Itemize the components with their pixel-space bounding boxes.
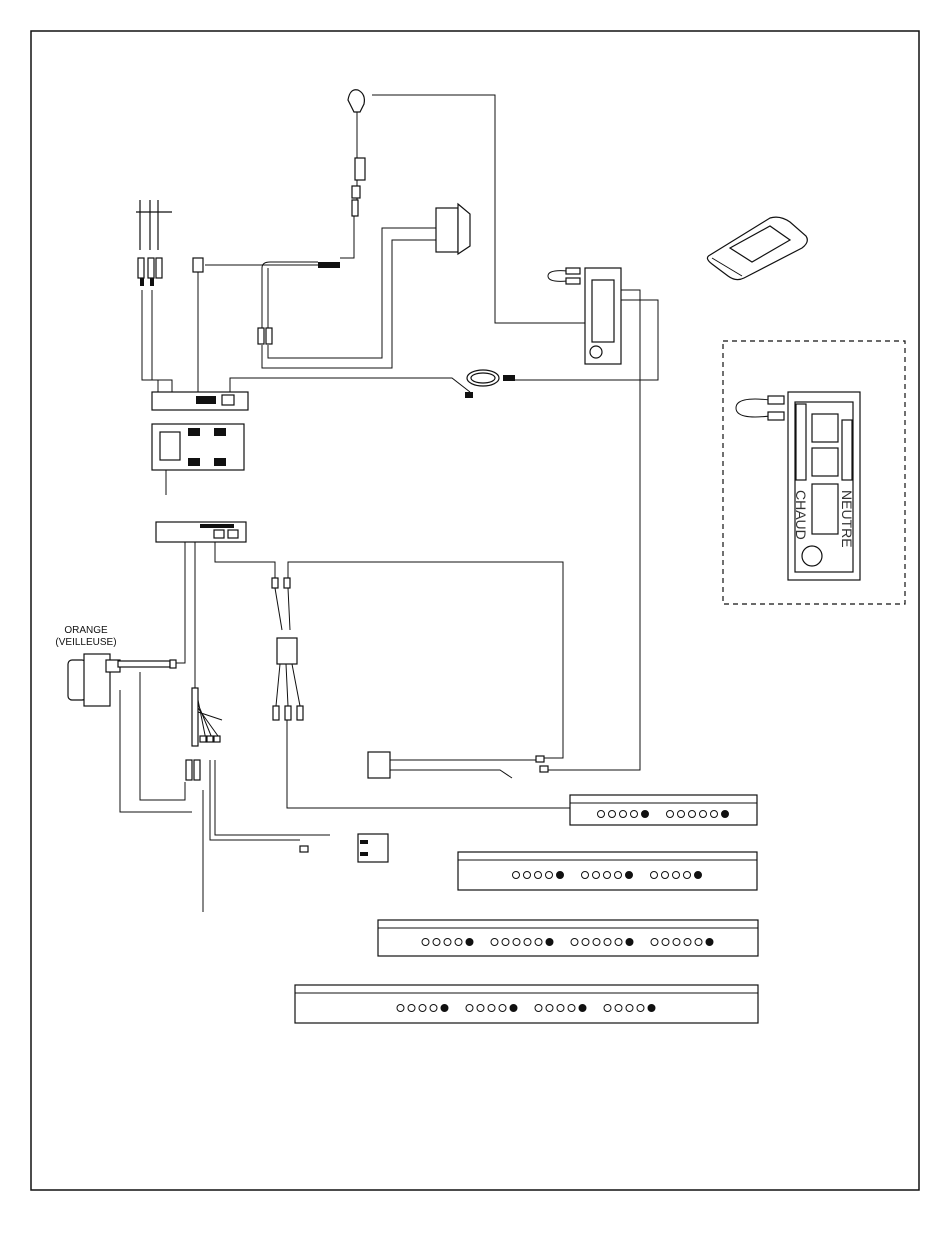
control-module <box>152 392 248 470</box>
burner-port <box>651 872 658 879</box>
burner-port <box>546 872 553 879</box>
burner-port <box>684 872 691 879</box>
burner-port <box>513 872 520 879</box>
outlet-detail: CHAUD NEUTRE <box>736 392 860 580</box>
burner-port <box>593 872 600 879</box>
burner-port <box>466 1005 473 1012</box>
burner-port <box>651 939 658 946</box>
burner-port <box>557 1005 564 1012</box>
outlet-hot-label: CHAUD <box>793 490 809 540</box>
pilot-name-label: (VEILLEUSE) <box>55 637 116 648</box>
burner-port <box>557 872 564 879</box>
burner-port <box>637 1005 644 1012</box>
burner-port <box>711 811 718 818</box>
pilot-color-label: ORANGE <box>64 625 108 636</box>
electrode-assembly <box>136 200 172 286</box>
burner-port <box>626 939 633 946</box>
transformer-harness <box>272 578 303 720</box>
burner-port <box>700 811 707 818</box>
burner-bar-body <box>295 985 758 1023</box>
burner-port <box>535 939 542 946</box>
burner-port <box>615 1005 622 1012</box>
burner-port <box>667 811 674 818</box>
burner-port <box>695 872 702 879</box>
burner-port <box>604 872 611 879</box>
remote-control <box>707 217 807 280</box>
burner-bar <box>570 795 757 825</box>
burner-port <box>582 939 589 946</box>
burner-port <box>582 872 589 879</box>
burner-port <box>466 939 473 946</box>
pilot-assembly: ORANGE (VEILLEUSE) <box>55 625 176 706</box>
burner-port <box>455 939 462 946</box>
burner-port <box>422 939 429 946</box>
fan-module <box>368 752 548 778</box>
valve-harness <box>186 688 222 780</box>
receiver-module <box>156 522 246 542</box>
power-cord <box>465 370 515 398</box>
burner-bar <box>378 920 758 956</box>
burner-port <box>695 939 702 946</box>
burner-port <box>524 939 531 946</box>
burner-bars <box>295 795 758 1023</box>
burner-port <box>626 1005 633 1012</box>
burner-port <box>609 811 616 818</box>
burner-bar <box>458 852 757 890</box>
outlet-small <box>548 268 621 364</box>
burner-port <box>648 1005 655 1012</box>
burner-port <box>604 939 611 946</box>
burner-port <box>571 939 578 946</box>
burner-port <box>568 1005 575 1012</box>
burner-port <box>510 1005 517 1012</box>
burner-port <box>397 1005 404 1012</box>
burner-port <box>524 872 531 879</box>
burner-port <box>535 872 542 879</box>
burner-bar-body <box>378 920 758 956</box>
burner-port <box>620 811 627 818</box>
burner-port <box>546 939 553 946</box>
burner-port <box>593 939 600 946</box>
burner-port <box>722 811 729 818</box>
rocker-switch <box>420 204 470 254</box>
burner-port <box>678 811 685 818</box>
burner-bar-body <box>458 852 757 890</box>
burner-port <box>615 939 622 946</box>
burner-port <box>408 1005 415 1012</box>
burner-port <box>684 939 691 946</box>
burner-port <box>604 1005 611 1012</box>
burner-port <box>598 811 605 818</box>
burner-bar-body <box>570 795 757 825</box>
burner-port <box>491 939 498 946</box>
burner-port <box>689 811 696 818</box>
burner-bar <box>295 985 758 1023</box>
burner-port <box>535 1005 542 1012</box>
burner-port <box>662 872 669 879</box>
burner-port <box>546 1005 553 1012</box>
burner-port <box>615 872 622 879</box>
t-harness <box>193 258 340 344</box>
burner-port <box>673 872 680 879</box>
burner-port <box>579 1005 586 1012</box>
burner-port <box>499 1005 506 1012</box>
burner-port <box>626 872 633 879</box>
burner-port <box>444 939 451 946</box>
wires <box>120 95 658 912</box>
burner-port <box>433 939 440 946</box>
burner-port <box>488 1005 495 1012</box>
burner-port <box>419 1005 426 1012</box>
burner-port <box>502 939 509 946</box>
burner-port <box>631 811 638 818</box>
burner-port <box>513 939 520 946</box>
outlet-neutral-label: NEUTRE <box>839 490 855 548</box>
burner-port <box>662 939 669 946</box>
burner-port <box>477 1005 484 1012</box>
burner-port <box>430 1005 437 1012</box>
burner-port <box>441 1005 448 1012</box>
burner-port <box>706 939 713 946</box>
burner-port <box>673 939 680 946</box>
burner-port <box>642 811 649 818</box>
blower-connector <box>300 834 388 862</box>
